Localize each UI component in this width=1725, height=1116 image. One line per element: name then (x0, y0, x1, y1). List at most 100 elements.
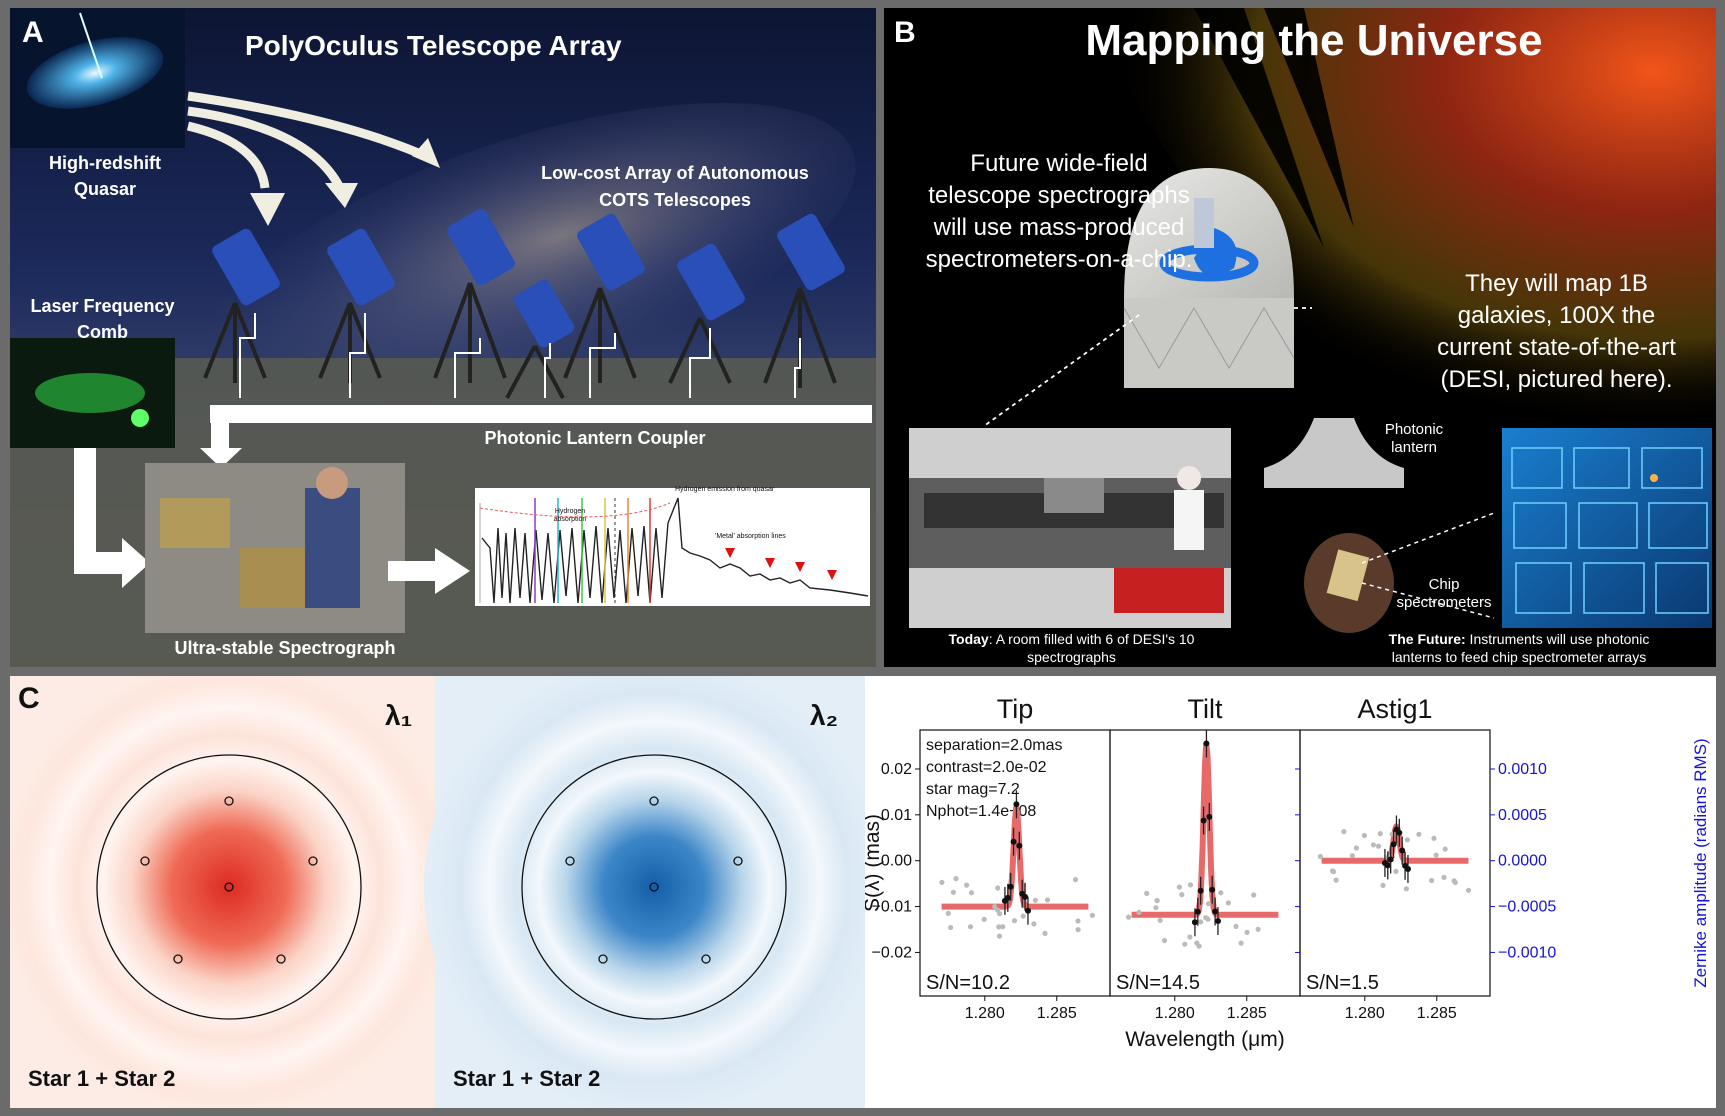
telescopes (203, 208, 845, 399)
data-point-gray-0-25 (968, 890, 975, 896)
data-point-gray-0-19 (1075, 918, 1081, 924)
data-point-black-1-3 (1200, 817, 1207, 824)
subplot-title-1: Tilt (1188, 694, 1223, 724)
data-point-gray-0-15 (948, 924, 954, 931)
data-point-gray-2-24 (1353, 845, 1359, 851)
photonic-lantern-label: Photonic lantern (1354, 421, 1474, 457)
quasar-label: High-redshift Quasar (20, 150, 190, 202)
sample-points-blue (565, 796, 743, 964)
xtick-label-0-0: 1.280 (965, 1005, 1005, 1022)
panel-a: A PolyOculus Telescope Array High-redshi… (10, 8, 876, 667)
telescope-tube (1194, 198, 1214, 248)
xtick-label-0-1: 1.285 (1037, 1005, 1077, 1022)
data-point-gray-2-23 (1442, 846, 1448, 852)
ytick-label-0: 0.02 (881, 761, 912, 778)
future-text-line-4: spectrometers-on-a-chip. (925, 246, 1193, 273)
star-label-left: Star 1 + Star 2 (28, 1066, 176, 1091)
arrow-1 (187, 91, 432, 163)
lantern-coupler-bar (210, 405, 872, 423)
chip-label-line-2: spectrometers (1396, 594, 1492, 611)
data-point-gray-0-12 (1000, 924, 1006, 930)
data-point-black-1-0 (1191, 919, 1198, 926)
y2tick-label-4: −0.0010 (1498, 944, 1556, 961)
data-point-gray-1-21 (1194, 940, 1200, 946)
spectrum-lines (479, 497, 869, 604)
desi-red-stand (1114, 568, 1224, 613)
data-point-gray-1-3 (1244, 929, 1250, 935)
laser-label: Laser Frequency Comb (10, 293, 195, 345)
subplot-title-0: Tip (997, 694, 1034, 724)
future-caption-bold: The Future: (1388, 631, 1466, 647)
star-label-right: Star 1 + Star 2 (453, 1066, 601, 1091)
hydrogen-emission-label: Hydrogen emission from quasar (675, 486, 775, 493)
telescope-base (1124, 298, 1294, 388)
chip-highlight (1650, 474, 1658, 482)
arrow-2-head (325, 183, 358, 208)
data-point-gray-0-22 (997, 911, 1003, 917)
quasar-label-line-1: High-redshift (49, 153, 161, 173)
ytick-label-1: 0.01 (881, 807, 912, 824)
quasar-label-line-2: Quasar (73, 179, 137, 199)
sn-label-0: S/N=10.2 (926, 972, 1010, 994)
data-point-gray-0-11 (964, 882, 970, 888)
scientist-head (316, 467, 348, 499)
data-point-gray-2-12 (1451, 878, 1457, 884)
telescope-ring (1159, 244, 1259, 282)
technician-body (1174, 490, 1204, 550)
array-label-line-2: COTS Telescopes (599, 190, 751, 210)
lantern-coupler-label: Photonic Lantern Coupler (484, 428, 706, 448)
laser-glow (35, 373, 145, 413)
xtick-label-2-0: 1.280 (1345, 1005, 1385, 1022)
data-point-gray-1-18 (1154, 897, 1160, 904)
data-point-gray-0-23 (967, 924, 974, 930)
panel-c: C λ₁ λ₂ Star 1 + Star 2 Star 1 + Star 2 … (10, 676, 1716, 1108)
data-point-black-1-4 (1203, 740, 1210, 747)
lantern-label-line-1: Photonic (1384, 421, 1444, 438)
spectrograph-component-1 (160, 498, 230, 548)
data-point-black-0-3 (1010, 838, 1017, 845)
data-point-gray-2-14 (1331, 869, 1337, 875)
annotation-0: separation=2.0mas (926, 737, 1063, 754)
data-point-black-0-2 (1007, 883, 1014, 890)
data-point-gray-1-25 (1179, 892, 1185, 898)
arrow-1-head (412, 138, 440, 168)
y-axis-label: S(λ) (mas) (865, 814, 884, 912)
coupler-down-arrow-head (200, 448, 242, 468)
data-point-gray-0-3 (992, 903, 998, 910)
annotation-1: contrast=2.0e-02 (926, 759, 1047, 776)
data-point-black-2-5 (1396, 829, 1403, 836)
annotation-3: Nphot=1.4e+08 (926, 803, 1036, 820)
map-text-line-2: galaxies, 100X the (1457, 302, 1656, 329)
data-point-gray-1-10 (1136, 909, 1142, 915)
chip-spectrometers-label: Chip spectrometers (1379, 576, 1509, 612)
data-point-gray-1-6 (1153, 905, 1159, 911)
quasar-galaxy (26, 37, 164, 109)
laser-spot (131, 409, 149, 427)
ytick-label-3: −0.01 (872, 899, 913, 916)
data-point-black-1-6 (1209, 886, 1216, 893)
data-point-black-2-2 (1387, 856, 1394, 863)
data-point-gray-0-14 (1044, 897, 1051, 903)
data-point-gray-1-12 (1225, 900, 1231, 906)
data-point-gray-1-17 (1126, 914, 1132, 920)
y2tick-label-0: 0.0010 (1498, 761, 1547, 778)
data-point-gray-2-20 (1441, 874, 1447, 880)
data-point-black-0-5 (1016, 842, 1023, 849)
today-caption-bold: Today (948, 631, 989, 647)
data-point-black-0-8 (1025, 907, 1031, 914)
array-label-line-1: Low-cost Array of Autonomous (541, 163, 809, 183)
photonic-lantern-shape (1264, 418, 1404, 488)
chip-array-photo (1502, 428, 1712, 628)
future-text-line-3: will use mass-produced (933, 214, 1185, 241)
today-caption-line-2: spectrographs (1027, 649, 1116, 665)
lantern-label-line-2: lantern (1391, 439, 1437, 456)
data-point-black-0-7 (1022, 893, 1029, 900)
data-point-gray-2-17 (1317, 853, 1323, 860)
data-point-black-1-7 (1212, 908, 1219, 915)
data-point-gray-1-2 (1161, 937, 1168, 944)
data-point-gray-2-4 (1380, 882, 1386, 888)
laser-label-line-1: Laser Frequency (30, 296, 175, 316)
data-point-gray-0-18 (1032, 897, 1038, 903)
ytick-label-2: 0.00 (881, 853, 912, 870)
